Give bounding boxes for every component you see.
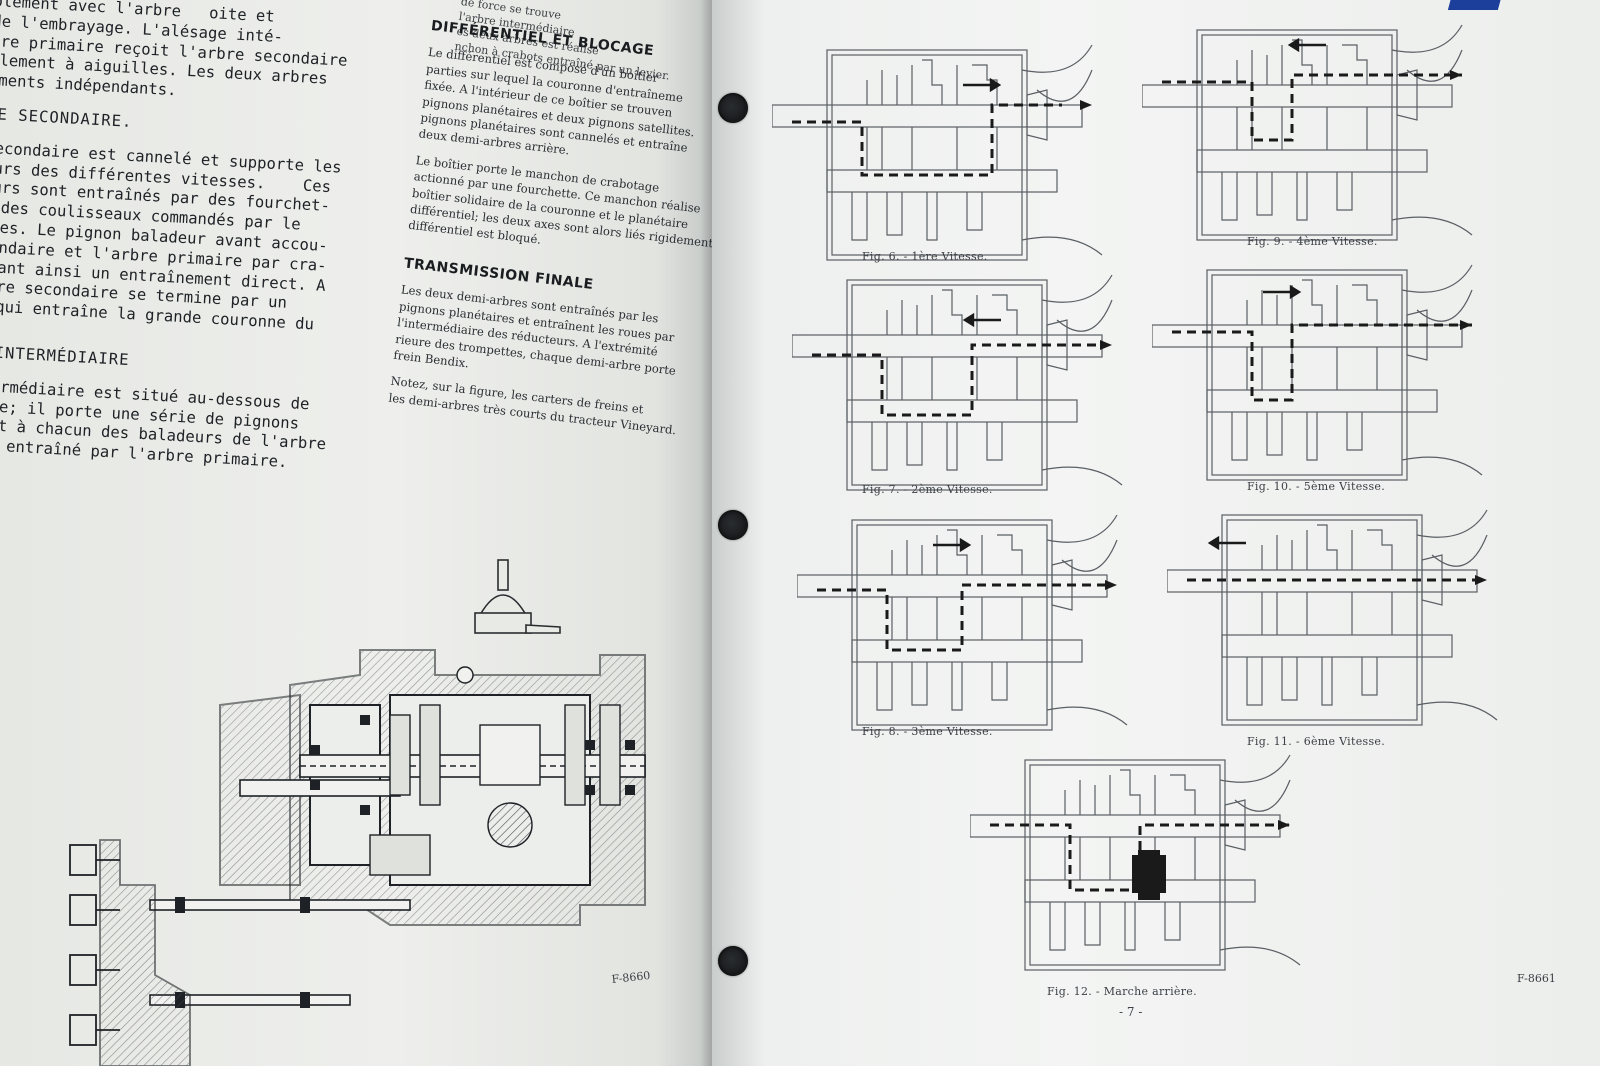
gear-diagram-5 xyxy=(797,514,1128,731)
gear-diagram-2 xyxy=(1142,24,1473,241)
figure-caption: Fig. 12. - Marche arrière. xyxy=(1047,985,1197,998)
figure-caption: Fig. 7. - 2ème Vitesse. xyxy=(862,483,993,496)
left-column-text: olement avec l'arbre oite et de l'embray… xyxy=(0,0,398,478)
page-number: - 7 - xyxy=(1119,1005,1143,1019)
gear-diagram-3 xyxy=(792,274,1123,491)
binder-hole-middle xyxy=(718,510,748,540)
drawing-reference-left: F-8660 xyxy=(611,969,651,986)
figure-caption: Fig. 6. - 1ère Vitesse. xyxy=(862,250,988,263)
gear-diagram-1 xyxy=(772,44,1103,261)
shift-lever-housing xyxy=(474,559,561,634)
figure-caption: Fig. 11. - 6ème Vitesse. xyxy=(1247,735,1386,748)
figure-caption: Fig. 8. - 3ème Vitesse. xyxy=(862,725,993,738)
gears xyxy=(369,666,621,876)
gear-diagram-7 xyxy=(970,754,1301,971)
rear-axle-flange xyxy=(69,839,191,1066)
left-page: olement avec l'arbre oite et de l'embray… xyxy=(0,0,712,1066)
gear-diagram-6 xyxy=(1167,509,1498,726)
transmission-section-drawing: F-8660 xyxy=(69,559,651,1066)
figure-caption: Fig. 10. - 5ème Vitesse. xyxy=(1247,480,1386,493)
figure-caption: Fig. 9. - 4ème Vitesse. xyxy=(1247,235,1378,248)
shafts xyxy=(149,754,646,1006)
blue-tab-marker xyxy=(1447,0,1503,10)
drawing-reference-right: F-8661 xyxy=(1517,972,1556,985)
binder-hole-top xyxy=(718,93,748,123)
gear-diagram-4 xyxy=(1152,264,1483,481)
binder-hole-bottom xyxy=(718,946,748,976)
middle-column-text: DIFFÉRENTIEL ET BLOCAGE Le différentiel … xyxy=(388,18,712,437)
right-page: Fig. 6. - 1ère Vitesse. Fig. 9. - 4ème Vi… xyxy=(712,0,1600,1066)
